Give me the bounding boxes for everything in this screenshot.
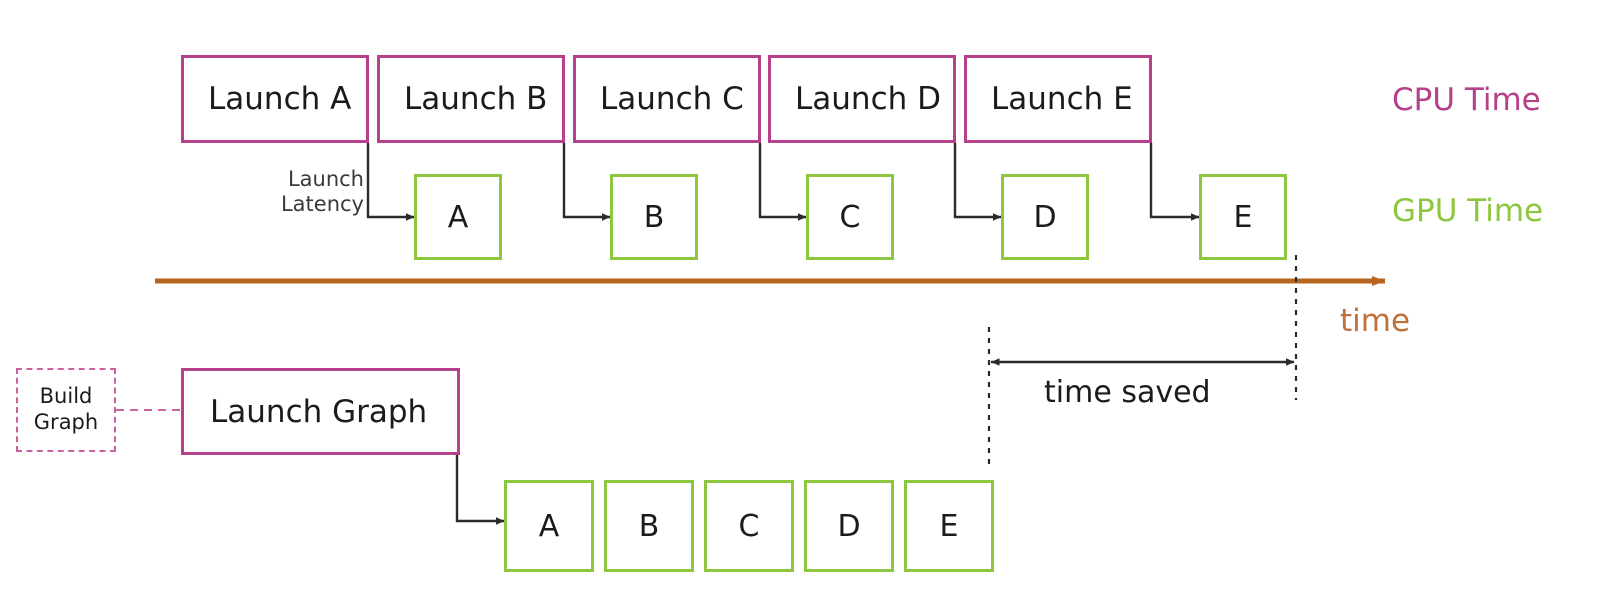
launch-latency-annotation: Launch Latency bbox=[250, 167, 364, 217]
gpu-kernel-label-bottom-b: B bbox=[638, 508, 660, 544]
cpu-launch-box-a[interactable]: Launch A bbox=[181, 55, 369, 143]
gpu-kernel-label-top-b: B bbox=[643, 199, 665, 235]
cpu-launch-box-b[interactable]: Launch B bbox=[377, 55, 565, 143]
gpu-kernel-box-bottom-c[interactable]: C bbox=[704, 480, 794, 572]
cpu-launch-label-e: Launch E bbox=[991, 81, 1133, 117]
time-saved-label: time saved bbox=[1044, 375, 1211, 410]
build-graph-line1: Build bbox=[39, 384, 93, 409]
time-axis-label-wrap: time bbox=[1340, 303, 1410, 339]
gpu-kernel-box-top-c[interactable]: C bbox=[806, 174, 894, 260]
cpu-launch-label-c: Launch C bbox=[600, 81, 744, 117]
cpu-launch-box-d[interactable]: Launch D bbox=[768, 55, 956, 143]
time-axis-label: time bbox=[1340, 303, 1411, 339]
build-graph-line2: Graph bbox=[33, 410, 99, 434]
cpu-launch-label-b: Launch B bbox=[404, 81, 548, 117]
gpu-kernel-box-top-b[interactable]: B bbox=[610, 174, 698, 260]
gpu-kernel-label-top-c: C bbox=[839, 199, 861, 235]
gpu-kernel-label-bottom-c: C bbox=[738, 508, 760, 544]
gpu-kernel-label-bottom-e: E bbox=[939, 508, 959, 544]
gpu-kernel-label-bottom-a: A bbox=[538, 508, 560, 544]
gpu-kernel-label-top-e: E bbox=[1233, 199, 1253, 235]
connector-launch-c-to-kernel-c bbox=[758, 143, 807, 221]
launch-latency-line1: Launch bbox=[287, 167, 364, 191]
gpu-kernel-box-top-a[interactable]: A bbox=[414, 174, 502, 260]
gpu-kernel-label-bottom-d: D bbox=[837, 508, 861, 544]
launch-latency-line2: Latency bbox=[280, 191, 364, 216]
connector-launch-graph-to-kernel-a bbox=[455, 455, 505, 525]
cpu-launch-box-c[interactable]: Launch C bbox=[573, 55, 761, 143]
cpu-launch-label-d: Launch D bbox=[795, 81, 941, 117]
gpu-kernel-label-top-a: A bbox=[447, 199, 469, 235]
legend-gpu-time: GPU Time bbox=[1392, 193, 1543, 229]
connector-launch-b-to-kernel-b bbox=[562, 143, 611, 221]
gpu-kernel-box-top-e[interactable]: E bbox=[1199, 174, 1287, 260]
cpu-launch-box-e[interactable]: Launch E bbox=[964, 55, 1152, 143]
time-saved-annotation: time saved bbox=[1044, 375, 1211, 410]
build-graph-box[interactable]: Build Graph bbox=[16, 368, 116, 452]
gpu-kernel-box-bottom-b[interactable]: B bbox=[604, 480, 694, 572]
gpu-kernel-box-bottom-a[interactable]: A bbox=[504, 480, 594, 572]
connector-launch-e-to-kernel-e bbox=[1149, 143, 1200, 221]
connector-launch-d-to-kernel-d bbox=[953, 143, 1002, 221]
gpu-kernel-box-top-d[interactable]: D bbox=[1001, 174, 1089, 260]
cpu-launch-label-a: Launch A bbox=[208, 81, 352, 117]
legend-cpu-time-label: CPU Time bbox=[1392, 82, 1541, 118]
gpu-kernel-label-top-d: D bbox=[1033, 199, 1057, 235]
gpu-kernel-box-bottom-e[interactable]: E bbox=[904, 480, 994, 572]
legend-cpu-time: CPU Time bbox=[1392, 82, 1541, 118]
launch-graph-box[interactable]: Launch Graph bbox=[181, 368, 460, 455]
connector-launch-a-to-kernel-a bbox=[366, 143, 415, 221]
legend-gpu-time-label: GPU Time bbox=[1392, 193, 1544, 229]
launch-graph-label: Launch Graph bbox=[210, 393, 428, 430]
gpu-kernel-box-bottom-d[interactable]: D bbox=[804, 480, 894, 572]
